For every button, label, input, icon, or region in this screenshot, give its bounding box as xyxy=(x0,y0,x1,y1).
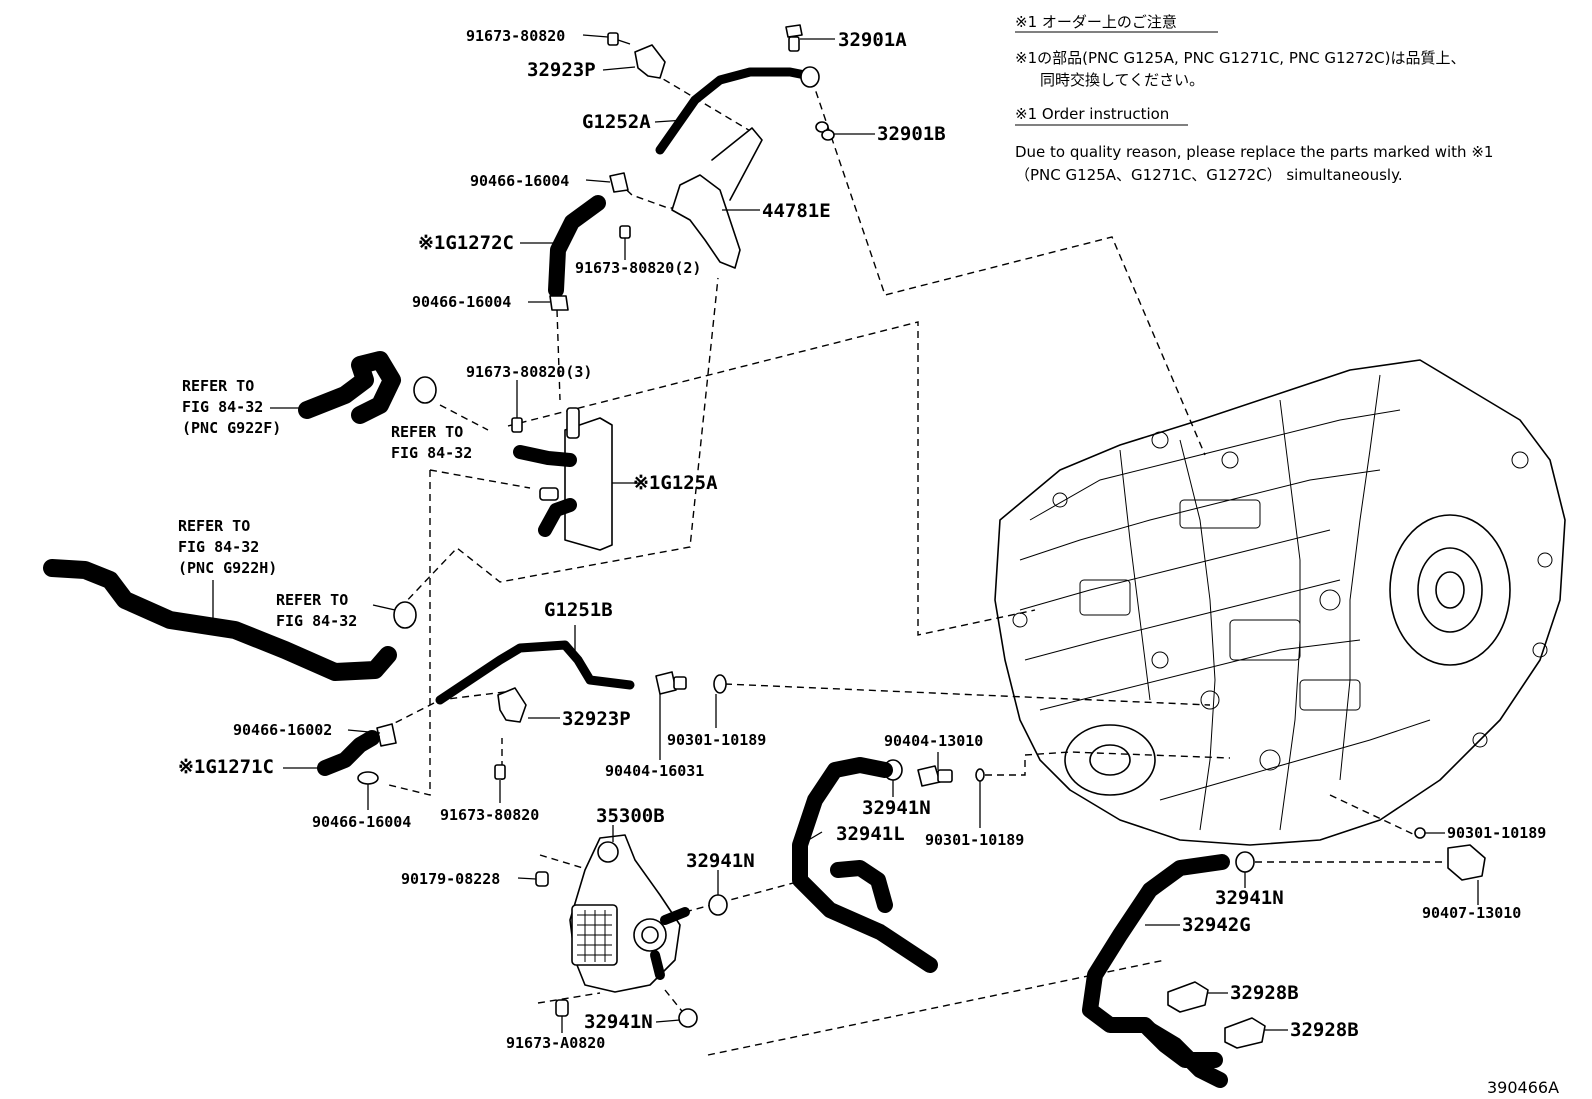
label-90466-16004-b[interactable]: 90466-16004 xyxy=(412,293,511,311)
label-32928b-b[interactable]: 32928B xyxy=(1290,1019,1359,1041)
part-labels: 91673-80820 32901A 32923P G1252A 32901B … xyxy=(178,27,1546,1052)
bolt-icon xyxy=(494,764,506,780)
clamp-icon xyxy=(393,601,417,629)
clamp-icon xyxy=(413,376,437,404)
refer-to-fig-84-32-b[interactable]: REFER TO FIG 84-32 xyxy=(276,591,357,630)
label-90301-10189-b[interactable]: 90301-10189 xyxy=(925,831,1024,849)
label-g1252a[interactable]: G1252A xyxy=(582,111,651,133)
label-91673-80820-bot[interactable]: 91673-80820 xyxy=(440,806,539,824)
refer-line: FIG 84-32 xyxy=(276,612,357,630)
refer-to-fig-g922f[interactable]: REFER TO FIG 84-32 (PNC G922F) xyxy=(182,377,281,437)
refer-line: REFER TO xyxy=(178,517,250,535)
label-g1272c[interactable]: ※1G1272C xyxy=(418,232,514,254)
gasket-icon xyxy=(975,768,985,782)
refer-line: REFER TO xyxy=(391,423,463,441)
refer-line: FIG 84-32 xyxy=(182,398,263,416)
label-32941n-d[interactable]: 32941N xyxy=(584,1011,653,1033)
label-32941n-b[interactable]: 32941N xyxy=(686,850,755,872)
label-32942g[interactable]: 32942G xyxy=(1182,914,1251,936)
label-90466-16004-a[interactable]: 90466-16004 xyxy=(470,172,569,190)
clamp-icon xyxy=(708,894,728,916)
bolt-icon xyxy=(619,225,631,239)
gasket-icon xyxy=(1414,827,1426,839)
label-90466-16004-c[interactable]: 90466-16004 xyxy=(312,813,411,831)
union-icon xyxy=(655,671,687,695)
pipe-g1251b xyxy=(435,640,635,705)
union-icon xyxy=(917,765,953,787)
nut-icon xyxy=(535,871,549,887)
note-jp-title: ※1 オーダー上のご注意 xyxy=(1015,13,1177,31)
clip-icon xyxy=(376,723,397,747)
note-jp-line1: ※1の部品(PNC G125A, PNC G1271C, PNC G1272C)… xyxy=(1015,49,1465,67)
label-91673-a0820[interactable]: 91673-A0820 xyxy=(506,1034,605,1052)
label-90179-08228[interactable]: 90179-08228 xyxy=(401,870,500,888)
label-44781e[interactable]: 44781E xyxy=(762,200,831,222)
label-91673-80820-3[interactable]: 91673-80820(3) xyxy=(466,363,592,381)
clamp-icon xyxy=(634,44,666,79)
label-g1271c[interactable]: ※1G1271C xyxy=(178,756,274,778)
bracket-44781e xyxy=(671,174,741,269)
part-shapes xyxy=(43,24,1486,1088)
refer-to-fig-g922h[interactable]: REFER TO FIG 84-32 (PNC G922H) xyxy=(178,517,277,577)
label-32941n-a[interactable]: 32941N xyxy=(862,797,931,819)
refer-line: REFER TO xyxy=(276,591,348,609)
pipe-g1252a xyxy=(655,67,815,155)
label-32941l[interactable]: 32941L xyxy=(836,823,905,845)
oil-cooler-g125a xyxy=(513,407,613,551)
label-90466-16002[interactable]: 90466-16002 xyxy=(233,721,332,739)
label-g1251b[interactable]: G1251B xyxy=(544,599,613,621)
label-35300b[interactable]: 35300B xyxy=(596,805,665,827)
clip-icon xyxy=(609,172,629,193)
bracket-32928b xyxy=(1224,1017,1266,1049)
label-90407-13010[interactable]: 90407-13010 xyxy=(1422,904,1521,922)
label-91673-80820-top[interactable]: 91673-80820 xyxy=(466,27,565,45)
union-bolt-icon xyxy=(785,24,803,52)
label-32923p-top[interactable]: 32923P xyxy=(527,59,596,81)
clamp-icon xyxy=(1235,851,1255,873)
bracket-32928b xyxy=(1167,981,1209,1013)
bolt-icon xyxy=(555,999,569,1017)
clamp-icon xyxy=(497,687,527,723)
bracket-arm xyxy=(711,127,763,201)
transmission-housing xyxy=(994,359,1566,846)
label-90404-13010[interactable]: 90404-13010 xyxy=(884,732,983,750)
label-32923p-mid[interactable]: 32923P xyxy=(562,708,631,730)
pump-35300b xyxy=(569,834,690,993)
label-32928b-a[interactable]: 32928B xyxy=(1230,982,1299,1004)
refer-line: (PNC G922F) xyxy=(182,419,281,437)
refer-labels: REFER TO FIG 84-32 (PNC G922F) REFER TO … xyxy=(178,377,472,630)
clamp-icon xyxy=(678,1008,698,1028)
label-90301-10189-c[interactable]: 90301-10189 xyxy=(1447,824,1546,842)
label-32901b[interactable]: 32901B xyxy=(877,123,946,145)
note-en-title: ※1 Order instruction xyxy=(1015,105,1169,123)
gasket-icon xyxy=(713,674,727,694)
label-90301-10189-a[interactable]: 90301-10189 xyxy=(667,731,766,749)
refer-line: FIG 84-32 xyxy=(391,444,472,462)
label-g125a[interactable]: ※1G125A xyxy=(633,472,718,494)
note-en-line1: Due to quality reason, please replace th… xyxy=(1015,143,1493,161)
solid-leaders xyxy=(212,34,1479,1033)
refer-line: REFER TO xyxy=(182,377,254,395)
union-icon xyxy=(1447,844,1486,881)
note-en-line2: （PNC G125A、G1271C、G1272C） simultaneously… xyxy=(1015,166,1403,184)
label-32901a[interactable]: 32901A xyxy=(838,29,907,51)
clip-icon xyxy=(357,771,379,785)
label-32941n-c[interactable]: 32941N xyxy=(1215,887,1284,909)
refer-line: FIG 84-32 xyxy=(178,538,259,556)
note-jp-line2: 同時交換してください。 xyxy=(1040,71,1204,89)
label-91673-80820-2[interactable]: 91673-80820(2) xyxy=(575,259,701,277)
order-notes: ※1 オーダー上のご注意 ※1の部品(PNC G125A, PNC G1271C… xyxy=(1015,13,1493,184)
label-90404-16031[interactable]: 90404-16031 xyxy=(605,762,704,780)
refer-to-fig-84-32-a[interactable]: REFER TO FIG 84-32 xyxy=(391,423,472,462)
refer-line: (PNC G922H) xyxy=(178,559,277,577)
bolt-icon xyxy=(607,32,631,46)
bolt-icon xyxy=(511,417,523,433)
clip-icon xyxy=(549,295,569,311)
gasket-icon xyxy=(815,121,835,141)
diagram-code: 390466A xyxy=(1487,1078,1559,1097)
